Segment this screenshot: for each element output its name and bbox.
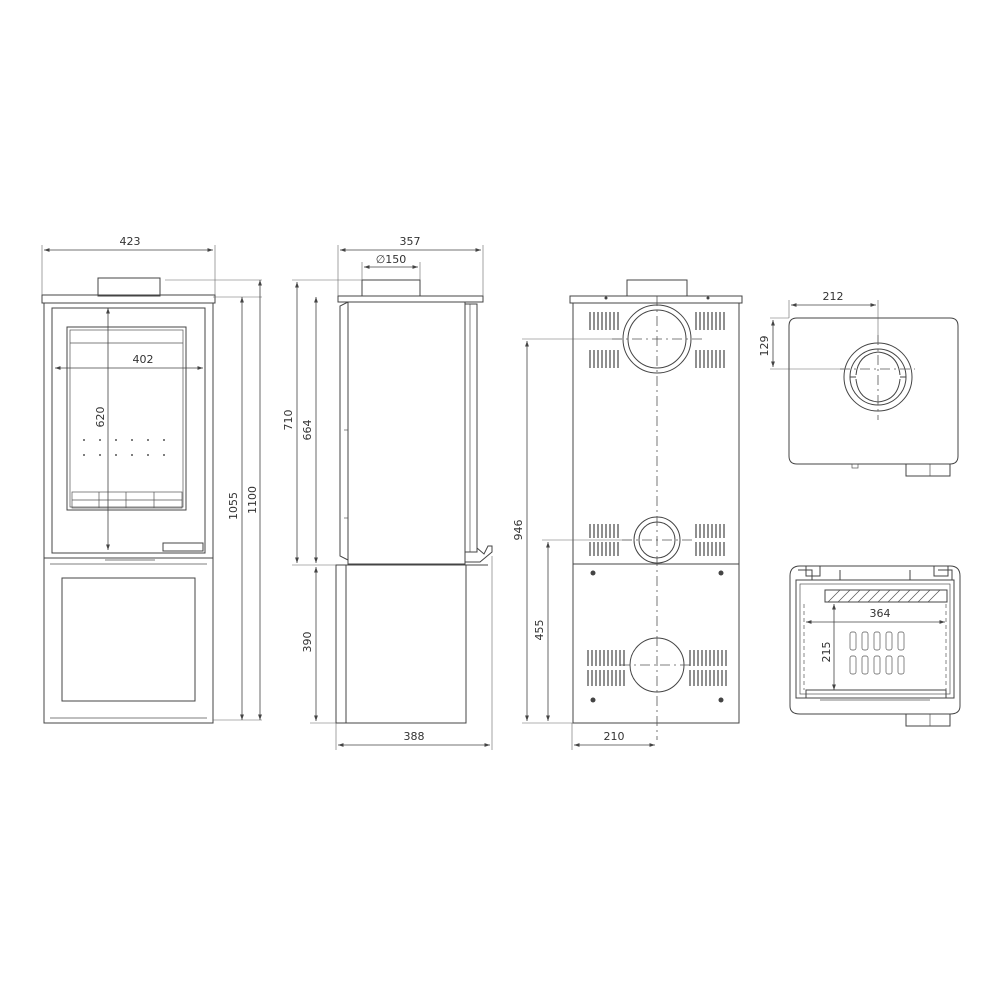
front-grate — [71, 491, 183, 509]
section-hatch — [827, 589, 941, 603]
front-dots — [83, 439, 165, 456]
side-height-664-label: 664 — [301, 420, 314, 441]
side-flue-diameter-label: ∅150 — [376, 253, 407, 266]
side-width-label: 357 — [400, 235, 421, 248]
rear-bolts — [590, 296, 724, 703]
side-height-390-label: 390 — [301, 632, 314, 653]
front-height-1100-label: 1100 — [246, 486, 259, 514]
front-glass-height-label: 620 — [94, 407, 107, 428]
top-view: 212 129 — [758, 290, 959, 477]
rear-vents-top — [589, 312, 725, 368]
section-grate-slots — [849, 631, 905, 675]
front-width-label: 423 — [120, 235, 141, 248]
rear-view: 946 455 210 — [512, 279, 743, 750]
front-view: 423 402 620 1055 1100 — [41, 235, 262, 724]
rear-height-946-label: 946 — [512, 520, 525, 541]
front-glass-width-label: 402 — [133, 353, 154, 366]
section-width-label: 364 — [870, 607, 891, 620]
rear-height-455-label: 455 — [533, 620, 546, 641]
rear-vents-bottom — [587, 650, 727, 686]
side-height-710-label: 710 — [282, 410, 295, 431]
rear-vents-middle — [589, 524, 725, 556]
front-height-1055-label: 1055 — [227, 492, 240, 520]
side-view: 357 ∅150 710 664 390 388 — [282, 235, 493, 750]
section-depth-label: 215 — [820, 642, 833, 663]
top-flue-x-label: 212 — [823, 290, 844, 303]
rear-offset-210-label: 210 — [604, 730, 625, 743]
section-view: 364 215 — [789, 565, 961, 727]
top-flue-y-label: 129 — [758, 336, 771, 357]
side-depth-label: 388 — [404, 730, 425, 743]
